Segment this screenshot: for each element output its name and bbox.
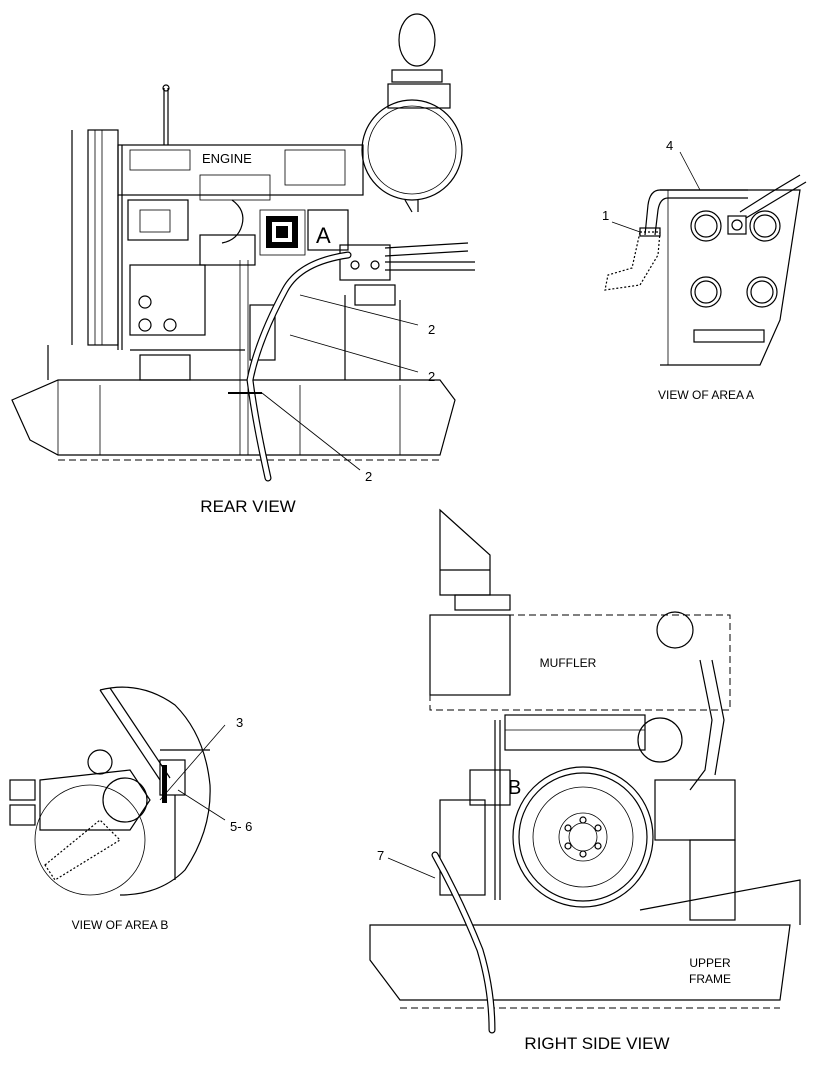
view-of-area-b: 3 5- 6 VIEW OF AREA B — [9, 686, 252, 932]
callout-2-lower: 2 — [365, 469, 372, 484]
callout-3: 3 — [236, 715, 243, 730]
upper-frame-label-line2: FRAME — [689, 972, 731, 986]
callout-5-6: 5- 6 — [230, 819, 252, 834]
callout-4: 4 — [666, 138, 673, 153]
engine-label: ENGINE — [202, 151, 252, 166]
callout-1: 1 — [602, 208, 609, 223]
area-b-marker: B — [508, 777, 521, 799]
muffler-label: MUFFLER — [540, 656, 597, 670]
view-of-area-a: 4 1 VIEW OF AREA A — [602, 138, 807, 402]
right-side-view-caption: RIGHT SIDE VIEW — [524, 1034, 669, 1053]
callout-2-middle: 2 — [428, 369, 435, 384]
rear-view: ENGINE A 2 2 2 REAR VIEW — [11, 13, 475, 516]
rear-view-caption: REAR VIEW — [200, 497, 295, 516]
callout-2-upper: 2 — [428, 322, 435, 337]
area-a-marker: A — [316, 223, 331, 248]
upper-frame-label-line1: UPPER — [689, 956, 731, 970]
area-b-caption: VIEW OF AREA B — [72, 918, 169, 932]
callout-7: 7 — [377, 848, 384, 863]
right-side-view: MUFFLER UPPER FRAME — [369, 508, 801, 1053]
area-a-caption: VIEW OF AREA A — [658, 388, 754, 402]
